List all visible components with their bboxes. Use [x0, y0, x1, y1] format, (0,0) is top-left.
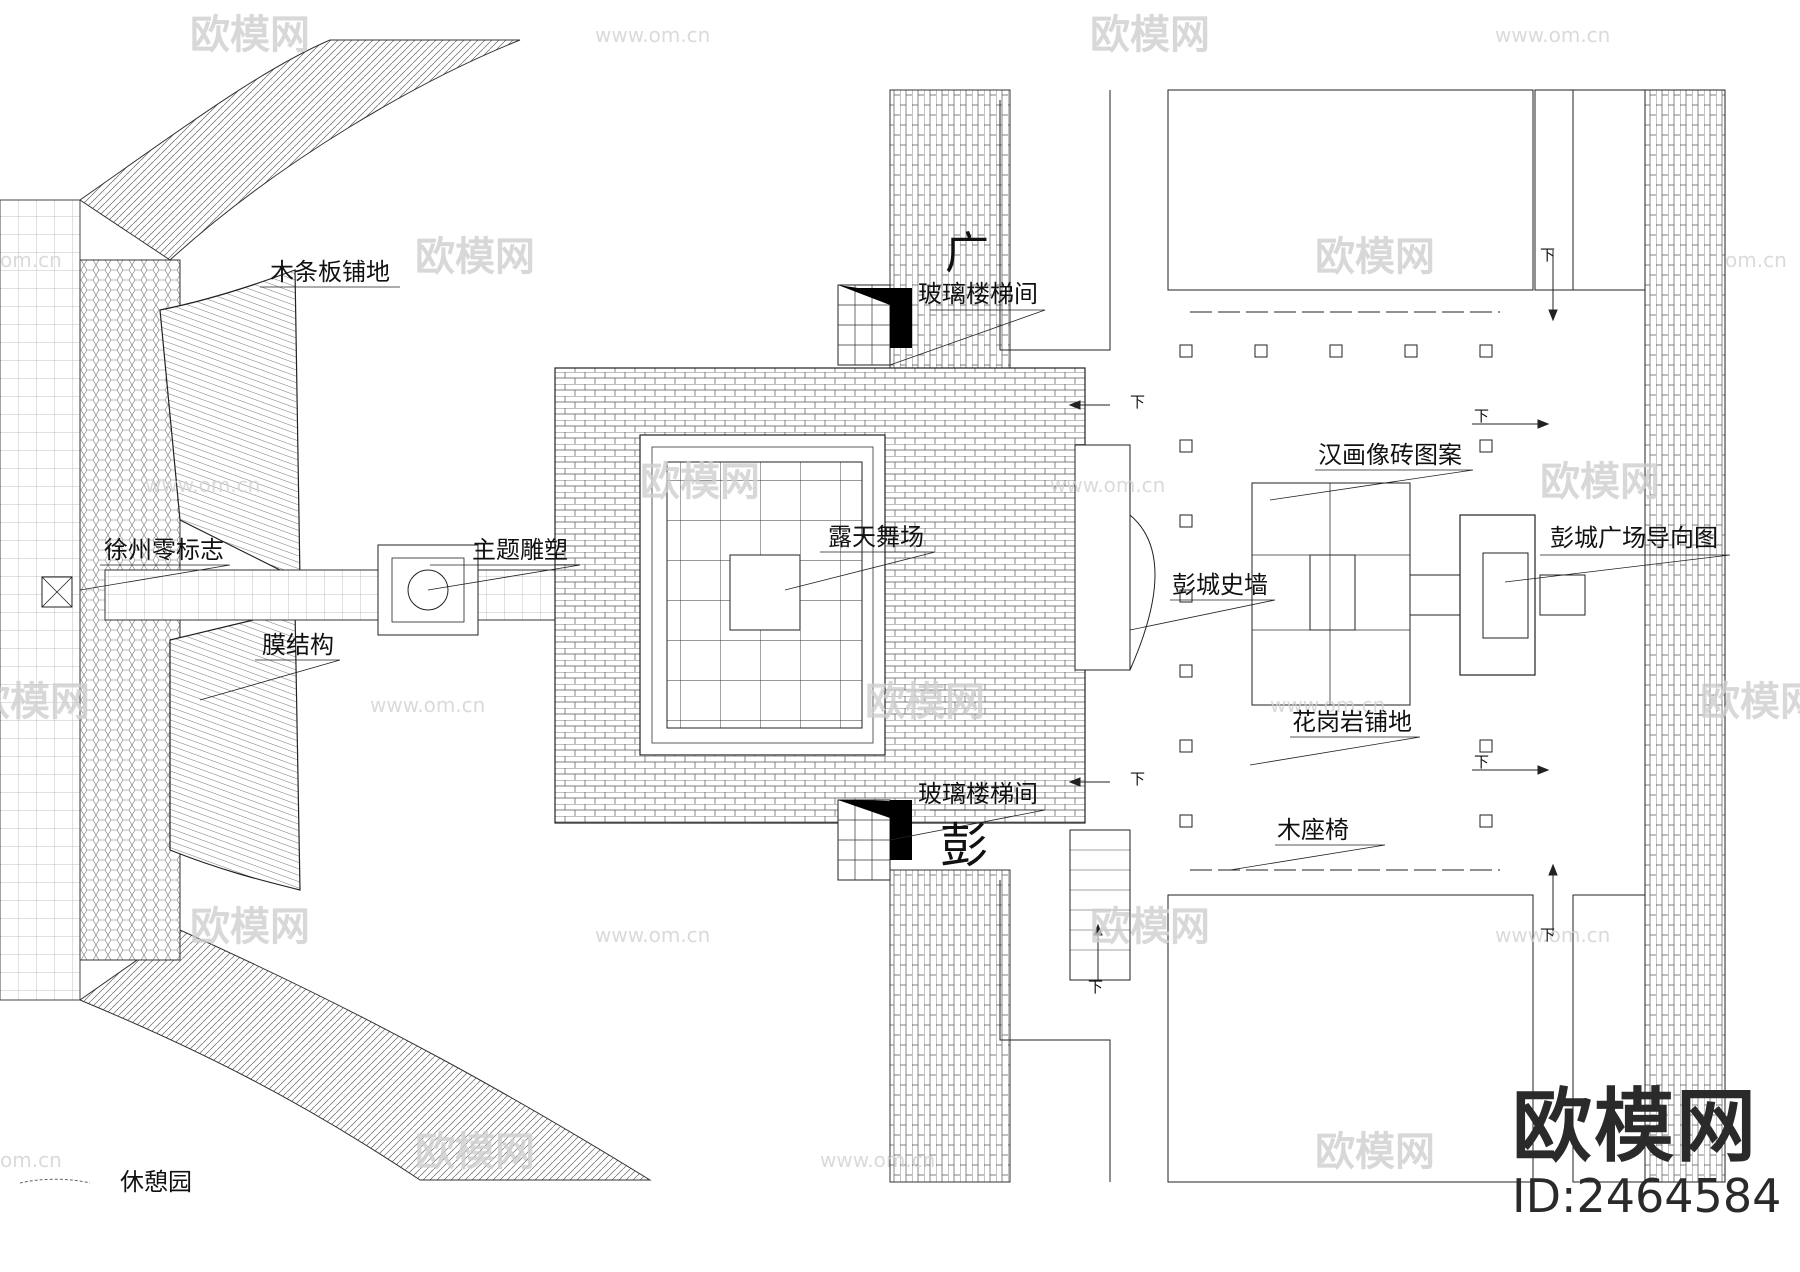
watermark-url: www.om.cn	[595, 23, 710, 47]
watermark-logo: 欧模网	[1090, 904, 1210, 950]
brand-watermark: 欧模网 ID:2464584	[1512, 1080, 1792, 1224]
label-peng-char: 彭	[940, 818, 988, 874]
brand-id: ID:2464584	[1512, 1169, 1782, 1223]
label-glass-stairwell-bottom: 玻璃楼梯间	[918, 780, 1038, 808]
label-wood-strip-paving: 木条板铺地	[270, 258, 390, 286]
annotation-labels: 木条板铺地 徐州零标志 膜结构 主题雕塑 露天舞场 广 玻璃楼梯间 玻璃楼梯间 …	[104, 228, 1718, 1196]
watermark-logo: 欧模网	[415, 1129, 535, 1175]
watermark-logo: 欧模网	[865, 679, 985, 725]
watermark-logo: 欧模网	[1315, 1129, 1435, 1175]
watermark-url-partial: om.cn	[0, 1148, 62, 1172]
brand-name: 欧模网	[1512, 1080, 1758, 1173]
right-zone	[1068, 89, 1726, 1183]
label-down: 下	[1474, 407, 1489, 425]
watermark-logo: 欧模网	[415, 234, 535, 280]
watermark-layer: 欧模网 欧模网 欧模网 欧模网 欧模网 欧模网 欧模网 欧模网 欧模网 欧模网 …	[0, 12, 1800, 1175]
watermark-url: www.om.cn	[1495, 23, 1610, 47]
watermark-logo: 欧模网	[190, 12, 310, 58]
label-theme-sculpture: 主题雕塑	[472, 536, 568, 564]
label-down: 下	[1540, 926, 1555, 944]
label-open-air-stage: 露天舞场	[828, 523, 924, 551]
label-leisure-garden: 休憩园	[120, 1168, 192, 1196]
label-pengcheng-history-wall: 彭城史墙	[1172, 571, 1268, 599]
watermark-url: www.om.cn	[1050, 473, 1165, 497]
label-membrane-structure: 膜结构	[262, 631, 334, 659]
label-xuzhou-zero-marker: 徐州零标志	[104, 536, 224, 564]
watermark-url-group: www.om.cn www.om.cn www.om.cn www.om.cn …	[0, 23, 1787, 1172]
label-han-brick-pattern: 汉画像砖图案	[1318, 441, 1462, 469]
watermark-url: www.om.cn	[595, 923, 710, 947]
watermark-logo: 欧模网	[640, 459, 760, 505]
watermark-logo-partial: 欧模网	[0, 679, 90, 725]
label-down: 下	[1540, 246, 1555, 264]
center-plaza	[554, 89, 1156, 1183]
leader-lines	[79, 286, 1731, 871]
label-down: 下	[1130, 770, 1145, 788]
watermark-logo: 欧模网	[1315, 234, 1435, 280]
label-glass-stairwell-top: 玻璃楼梯间	[918, 280, 1038, 308]
watermark-url-partial: om.cn	[0, 248, 62, 272]
watermark-logo: 欧模网	[190, 904, 310, 950]
watermark-logo: 欧模网	[1700, 679, 1800, 725]
watermark-logo: 欧模网	[1540, 459, 1660, 505]
label-down: 下	[1088, 978, 1103, 996]
watermark-logo-group: 欧模网 欧模网 欧模网 欧模网 欧模网 欧模网 欧模网 欧模网 欧模网 欧模网 …	[0, 12, 1800, 1175]
label-wooden-bench: 木座椅	[1277, 816, 1349, 844]
watermark-url: www.om.cn	[1270, 693, 1385, 717]
label-granite-paving: 花岗岩铺地	[1292, 708, 1412, 736]
label-down: 下	[1130, 393, 1145, 411]
watermark-url: www.om.cn	[145, 473, 260, 497]
label-down: 下	[1474, 753, 1489, 771]
watermark-url: www.om.cn	[1495, 923, 1610, 947]
watermark-url: www.om.cn	[370, 693, 485, 717]
left-zone	[0, 39, 652, 1184]
label-pengcheng-square-guide-map: 彭城广场导向图	[1550, 524, 1718, 552]
watermark-logo: 欧模网	[1090, 12, 1210, 58]
watermark-url-partial: om.cn	[1725, 248, 1787, 272]
label-guang-char: 广	[945, 228, 989, 279]
watermark-url: www.om.cn	[820, 1148, 935, 1172]
